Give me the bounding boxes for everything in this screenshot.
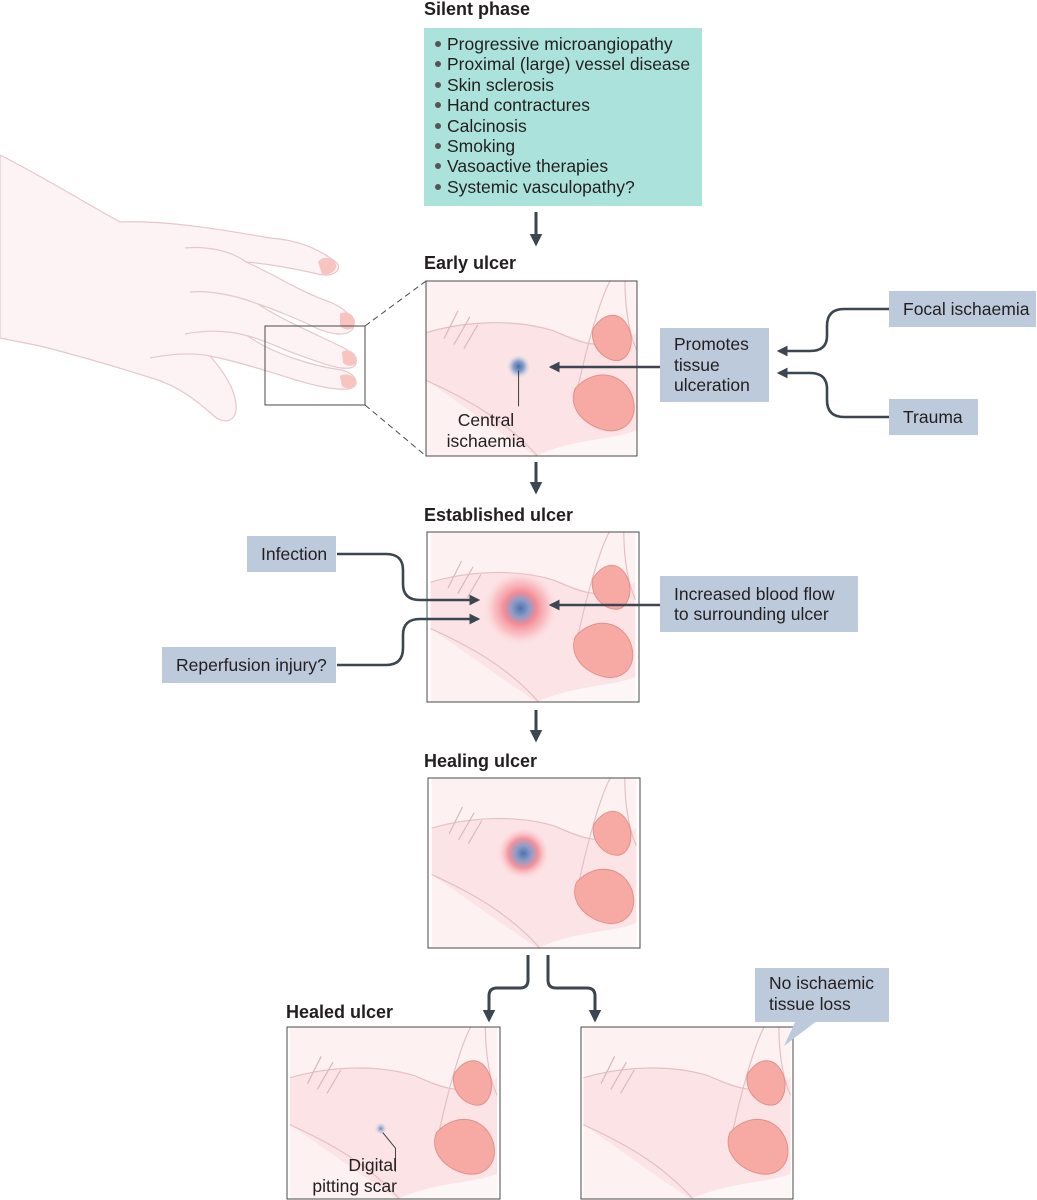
hand-zoom-box [264,325,366,406]
healing-ulcer-panel [431,778,637,948]
trauma-label: Trauma [889,399,978,435]
heading-silent-phase: Silent phase [424,0,531,19]
list-item: Proximal (large) vessel disease [434,54,702,74]
heading-healed-ulcer: Healed ulcer [286,1002,394,1022]
focal-ischaemia-label: Focal ischaemia [889,291,1036,327]
bullet-icon [435,81,441,88]
bullet-icon [435,142,441,149]
arrow-trauma-to-promotes [776,367,889,419]
bullet-icon [435,40,441,47]
bubble-tail [784,1020,818,1046]
reperfusion-injury-label: Reperfusion injury? [162,647,336,683]
hand-illustration [0,154,357,422]
bullet-icon [435,163,441,170]
established-ulcer-panel [430,532,636,702]
arrow-healing-to-no-loss [546,955,602,1023]
list-item: Systemic vasculopathy? [434,177,702,197]
arrow-infection-to-ulcer [337,552,481,606]
healed-ulcer-panel [289,1027,498,1199]
risk-factor-list: Progressive microangiopathy Proximal (la… [434,34,702,197]
zoom-connector-top [364,280,427,327]
list-item: Hand contractures [434,95,702,115]
no-tissue-loss-panel [582,1027,792,1199]
heading-established-ulcer: Established ulcer [424,505,574,525]
bullet-icon [435,183,441,190]
increased-blood-flow-label: Increased blood flow to surrounding ulce… [660,576,858,632]
bullet-icon [435,122,441,129]
early-ulcer-panel [426,281,637,456]
list-item: Progressive microangiopathy [434,34,702,54]
list-item: Smoking [434,136,702,156]
no-tissue-loss-bubble: No ischaemic tissue loss [755,968,889,1022]
list-item: Calcinosis [434,116,702,136]
silent-phase-box: Progressive microangiopathy Proximal (la… [424,28,702,206]
list-item: Skin sclerosis [434,75,702,95]
bullet-icon [435,61,441,68]
arrow-reperfusion-to-ulcer [337,613,481,667]
infection-label: Infection [247,536,336,572]
bullet-icon [435,102,441,109]
arrow-healing-to-healed [482,955,530,1023]
central-ischaemia-annotation: Central ischaemia [446,410,526,451]
list-item: Vasoactive therapies [434,156,702,176]
promotes-ulceration-label: Promotes tissue ulceration [660,328,769,402]
heading-early-ulcer: Early ulcer [424,253,517,273]
arrow-focal-to-promotes [776,307,889,357]
heading-healing-ulcer: Healing ulcer [424,751,538,771]
zoom-connector-bottom [364,404,427,457]
digital-pitting-scar-annotation: Digital pitting scar [312,1155,397,1196]
